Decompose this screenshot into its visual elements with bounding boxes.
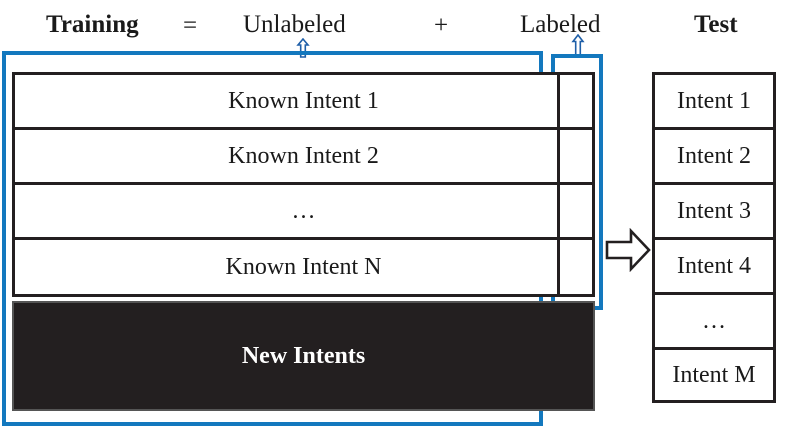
training-row-label: Known Intent N bbox=[225, 253, 382, 280]
table-row[interactable]: Known Intent 2 bbox=[15, 130, 592, 185]
table-row[interactable]: … bbox=[655, 295, 773, 350]
test-row-label: Intent 4 bbox=[677, 252, 751, 279]
test-row-label: … bbox=[702, 307, 726, 334]
table-row[interactable]: Intent 1 bbox=[655, 75, 773, 130]
training-known-intents-table: Known Intent 1 Known Intent 2 … Known In… bbox=[12, 72, 595, 297]
test-row-label: Intent 3 bbox=[677, 197, 751, 224]
right-arrow-icon bbox=[605, 227, 651, 277]
table-row[interactable]: Intent 3 bbox=[655, 185, 773, 240]
table-row[interactable]: Known Intent N bbox=[15, 240, 592, 294]
table-row[interactable]: Known Intent 1 bbox=[15, 75, 592, 130]
new-intents-band[interactable]: New Intents bbox=[12, 301, 595, 411]
training-row-label: Known Intent 2 bbox=[228, 142, 379, 169]
table-row[interactable]: Intent 4 bbox=[655, 240, 773, 295]
up-arrow-icon-unlabeled bbox=[296, 37, 310, 58]
header-labeled-label: Labeled bbox=[520, 11, 601, 38]
test-row-label: Intent 1 bbox=[677, 87, 751, 114]
table-row[interactable]: Intent M bbox=[655, 350, 773, 400]
header-plus-sign: + bbox=[434, 12, 449, 39]
up-arrow-icon-labeled bbox=[571, 33, 585, 56]
header-training-label: Training bbox=[46, 11, 139, 38]
training-row-label: … bbox=[291, 197, 316, 224]
table-row[interactable]: … bbox=[15, 185, 592, 240]
test-row-label: Intent M bbox=[672, 361, 756, 388]
header-equals-sign: = bbox=[183, 12, 198, 39]
training-row-label: Known Intent 1 bbox=[228, 87, 379, 114]
header-unlabeled-label: Unlabeled bbox=[243, 11, 346, 38]
test-intents-table: Intent 1 Intent 2 Intent 3 Intent 4 … In… bbox=[652, 72, 776, 403]
header-test-label: Test bbox=[694, 11, 738, 38]
new-intents-label: New Intents bbox=[241, 342, 366, 369]
labeled-column-divider bbox=[557, 75, 560, 294]
table-row[interactable]: Intent 2 bbox=[655, 130, 773, 185]
test-row-label: Intent 2 bbox=[677, 142, 751, 169]
